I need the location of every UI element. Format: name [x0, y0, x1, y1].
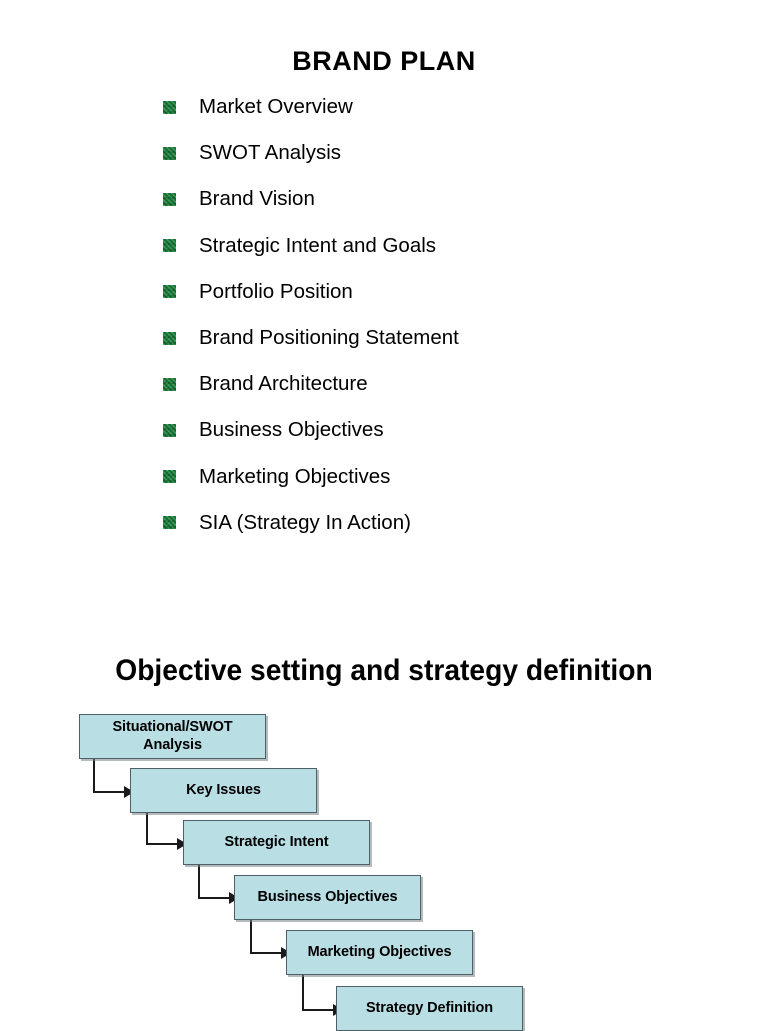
flow-box-label: Strategy Definition	[365, 999, 493, 1016]
green-square-bullet-icon	[163, 146, 176, 160]
agenda-list: Market Overview SWOT Analysis Brand Visi…	[163, 84, 723, 546]
page-title: BRAND PLAN	[292, 46, 476, 77]
list-item-label: Marketing Objectives	[199, 464, 391, 488]
connector-arrow-2	[146, 808, 187, 850]
list-item-label: Brand Architecture	[199, 372, 368, 396]
green-square-bullet-icon	[163, 192, 176, 206]
green-square-bullet-icon	[163, 239, 176, 253]
flow-box-business-objectives[interactable]: Business Objectives	[234, 875, 421, 920]
flow-box-label: Situational/SWOT Analysis	[112, 719, 233, 753]
list-item-label: SIA (Strategy In Action)	[199, 510, 411, 534]
flow-box-strategic-intent[interactable]: Strategic Intent	[183, 820, 370, 865]
flow-box-situational-swot-analysis[interactable]: Situational/SWOT Analysis	[79, 714, 266, 759]
list-item-label: Market Overview	[199, 95, 353, 119]
list-item: Brand Vision	[163, 176, 723, 222]
flow-box-key-issues[interactable]: Key Issues	[130, 768, 317, 813]
green-square-bullet-icon	[163, 470, 176, 484]
list-item-label: Portfolio Position	[199, 279, 353, 303]
list-item-label: Strategic Intent and Goals	[199, 233, 437, 257]
flow-box-label: Key Issues	[186, 781, 261, 798]
objective-setting-slide: Objective setting and strategy definitio…	[0, 600, 768, 1031]
list-item-label: Brand Vision	[199, 187, 315, 211]
list-item: SIA (Strategy In Action)	[163, 500, 723, 546]
green-square-bullet-icon	[163, 285, 176, 299]
list-item-label: SWOT Analysis	[199, 141, 342, 165]
section-heading: Objective setting and strategy definitio…	[115, 653, 653, 687]
list-item: Strategic Intent and Goals	[163, 223, 723, 269]
list-item: SWOT Analysis	[163, 130, 723, 176]
green-square-bullet-icon	[163, 377, 176, 391]
list-item-label: Brand Positioning Statement	[199, 326, 459, 350]
flow-box-strategy-definition[interactable]: Strategy Definition	[336, 986, 523, 1031]
list-item: Business Objectives	[163, 407, 723, 453]
flow-box-label: Strategic Intent	[224, 833, 329, 850]
flow-box-label: Marketing Objectives	[307, 943, 452, 960]
cascade-flow-diagram: Situational/SWOT Analysis Key Issues Str…	[0, 600, 768, 1031]
list-item: Brand Positioning Statement	[163, 315, 723, 361]
connector-arrow-1	[93, 756, 134, 798]
flow-box-label: Business Objectives	[257, 888, 398, 905]
green-square-bullet-icon	[163, 100, 176, 114]
green-square-bullet-icon	[163, 516, 176, 530]
flow-box-marketing-objectives[interactable]: Marketing Objectives	[286, 930, 473, 975]
green-square-bullet-icon	[163, 423, 176, 437]
list-item: Portfolio Position	[163, 269, 723, 315]
brand-plan-slide: BRAND PLAN Market Overview SWOT Analysis…	[163, 46, 723, 546]
list-item-label: Business Objectives	[199, 418, 384, 442]
list-item: Brand Architecture	[163, 361, 723, 407]
list-item: Market Overview	[163, 84, 723, 130]
list-item: Marketing Objectives	[163, 454, 723, 500]
green-square-bullet-icon	[163, 331, 176, 345]
